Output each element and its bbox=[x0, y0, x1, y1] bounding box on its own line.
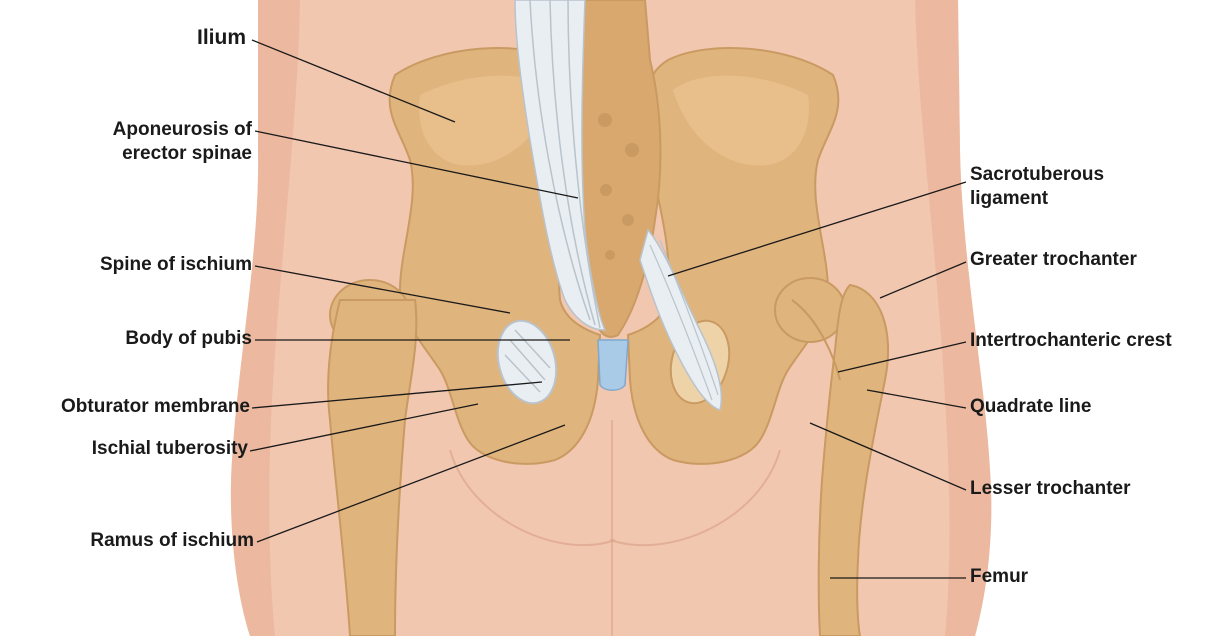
label-intertrochanteric-crest: Intertrochanteric crest bbox=[970, 330, 1172, 352]
label-spine-of-ischium: Spine of ischium bbox=[100, 254, 252, 276]
label-lesser-trochanter: Lesser trochanter bbox=[970, 478, 1131, 500]
label-sacrotuberous-line1: Sacrotuberous bbox=[970, 164, 1104, 186]
pubic-cartilage bbox=[598, 340, 628, 390]
label-quadrate-line: Quadrate line bbox=[970, 396, 1091, 418]
label-obturator-membrane: Obturator membrane bbox=[61, 396, 250, 418]
label-ilium: Ilium bbox=[197, 27, 246, 49]
label-aponeurosis-line2: erector spinae bbox=[122, 143, 252, 165]
label-body-of-pubis: Body of pubis bbox=[125, 328, 252, 350]
label-sacrotuberous-line2: ligament bbox=[970, 188, 1048, 210]
label-aponeurosis-line1: Aponeurosis of bbox=[113, 119, 252, 141]
label-greater-trochanter: Greater trochanter bbox=[970, 249, 1137, 271]
label-ramus-of-ischium: Ramus of ischium bbox=[90, 530, 254, 552]
label-ischial-tuberosity: Ischial tuberosity bbox=[92, 438, 248, 460]
label-femur: Femur bbox=[970, 566, 1028, 588]
